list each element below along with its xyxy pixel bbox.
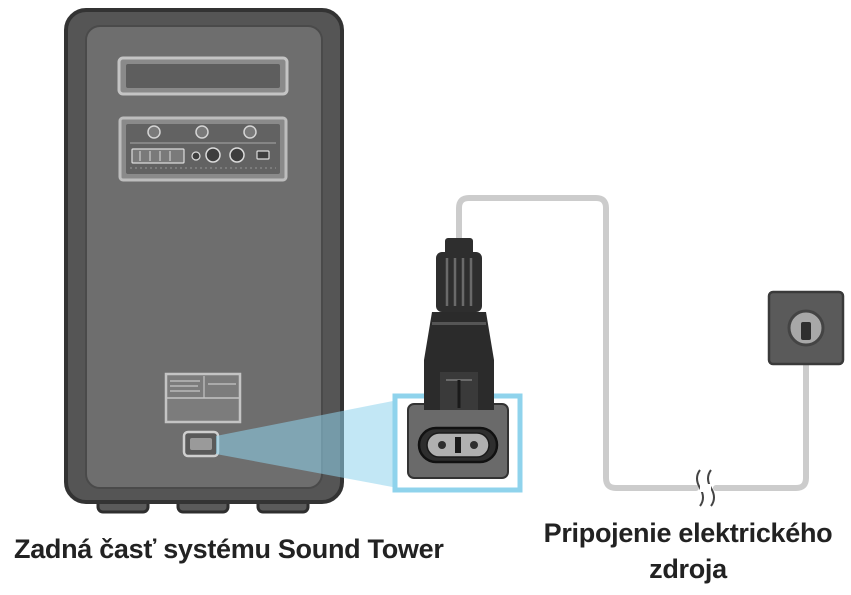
sound-tower-back: [64, 8, 344, 514]
power-connection-caption-line2: zdroja: [649, 554, 727, 584]
power-connection-caption: Pripojenie elektrického zdroja: [538, 515, 838, 587]
panel-button-2-icon: [195, 125, 209, 139]
panel-button-3-icon: [243, 125, 257, 139]
usb-port-icon: [256, 150, 270, 160]
jack-port-left-icon: [205, 147, 221, 163]
audio-port-block: [131, 148, 185, 164]
power-port: [182, 430, 220, 458]
figure-eight-socket-icon: [417, 426, 499, 464]
power-plug: [424, 238, 494, 410]
rating-label: [164, 372, 242, 424]
rca-port-icon: [191, 151, 201, 161]
callout-beam: [216, 400, 398, 488]
power-cable: [456, 195, 809, 491]
panel-button-1-icon: [147, 125, 161, 139]
jack-port-right-icon: [229, 147, 245, 163]
io-panel: [118, 116, 288, 182]
power-connection-caption-line1: Pripojenie elektrického: [543, 518, 833, 548]
sound-tower-back-caption: Zadná časť systému Sound Tower: [14, 534, 444, 564]
wall-outlet: [767, 290, 845, 366]
callout-highlight: [216, 393, 523, 493]
